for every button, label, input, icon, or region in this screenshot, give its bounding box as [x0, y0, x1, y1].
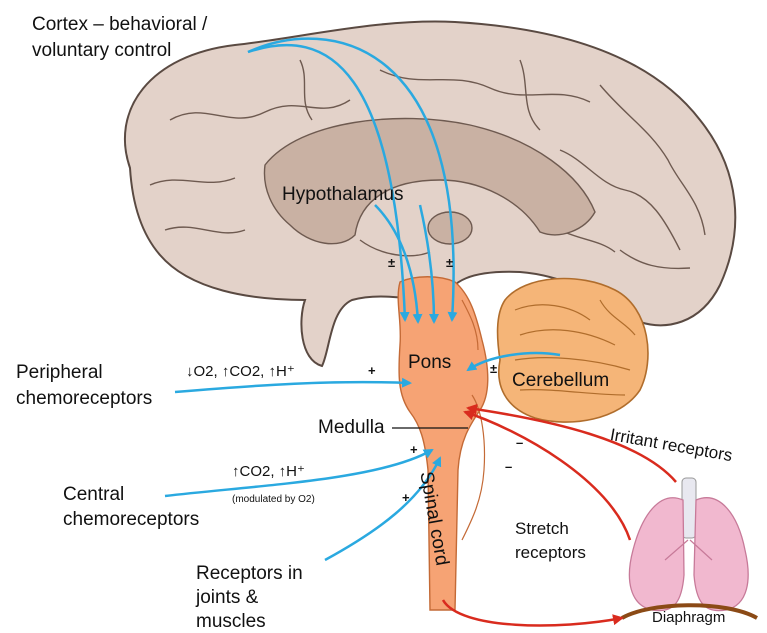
medulla-label: Medulla — [318, 417, 385, 438]
joints-sign: + — [402, 491, 410, 506]
peripheral-label-line2: chemoreceptors — [16, 388, 152, 409]
pons-label: Pons — [408, 352, 451, 373]
peripheral-stimulus-label: ↓O2, ↑CO2, ↑H⁺ — [186, 364, 295, 381]
cerebellum-sign: ± — [490, 362, 497, 377]
cortex-label-line2: voluntary control — [32, 40, 171, 61]
joints-label-line3: muscles — [196, 611, 266, 632]
cortex-label-line1: Cortex – behavioral / — [32, 14, 207, 35]
hypo-left-sign: ± — [388, 256, 395, 271]
peripheral-sign: + — [368, 364, 376, 379]
peripheral-arrow — [175, 382, 410, 392]
stretch-label-line1: Stretch — [515, 519, 569, 538]
central-label-line2: chemoreceptors — [63, 509, 199, 530]
hypothalamus-label: Hypothalamus — [282, 184, 403, 205]
hypo-right-sign: ± — [446, 256, 453, 271]
lungs — [629, 478, 748, 611]
irritant-sign: – — [516, 436, 523, 451]
joints-label-line2: joints & — [196, 587, 258, 608]
diaphragm-arrow — [443, 600, 622, 625]
peripheral-label-line1: Peripheral — [16, 362, 103, 383]
central-label-line1: Central — [63, 484, 124, 505]
cerebellum-label: Cerebellum — [512, 370, 609, 391]
central-note-label: (modulated by O2) — [232, 494, 315, 505]
stretch-sign: – — [505, 460, 512, 475]
stretch-label-line2: receptors — [515, 543, 586, 562]
cerebellum-shape — [498, 279, 648, 423]
joints-label-line1: Receptors in — [196, 563, 303, 584]
diaphragm-label: Diaphragm — [652, 610, 725, 627]
central-stimulus-label: ↑CO2, ↑H⁺ — [232, 464, 305, 481]
central-sign: + — [410, 443, 418, 458]
